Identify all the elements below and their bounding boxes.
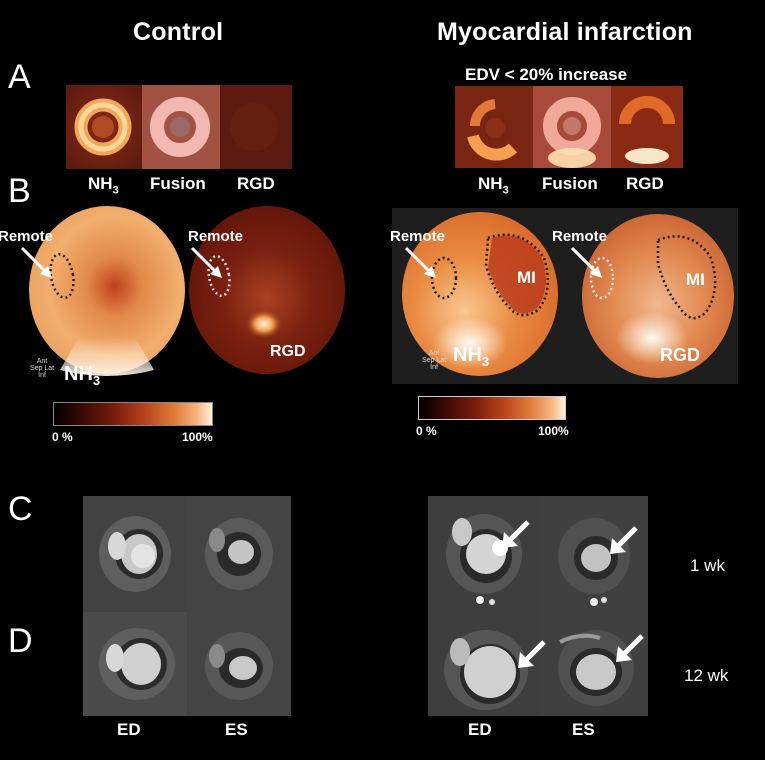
control-nh3-pet-image (66, 85, 142, 169)
panel-letter-b: B (8, 172, 31, 210)
control-fusion-label: Fusion (150, 174, 206, 193)
control-nh3-map-label: NH3 (64, 363, 101, 388)
control-rgd-label: RGD (237, 174, 275, 193)
control-fusion-image (142, 85, 220, 169)
timepoint-1wk: 1 wk (690, 556, 725, 575)
mi-nh3-pet-image (455, 86, 533, 168)
control-1wk-es-mri (187, 496, 291, 612)
panel-letter-c: C (8, 490, 33, 528)
mi-fusion-label: Fusion (542, 174, 598, 193)
control-nh3-remote-arrow-icon (20, 246, 52, 278)
control-ed-label: ED (117, 720, 141, 739)
control-colorbar-max: 100% (182, 430, 213, 444)
mi-rgd-map-label: RGD (660, 345, 700, 365)
mi-12wk-es-mri (540, 612, 648, 716)
panel-letter-a: A (8, 58, 31, 96)
control-nh3-remote-label: Remote (0, 228, 54, 245)
control-rgd-polar-map (189, 206, 345, 374)
mi-nh3-mi-label: MI (517, 268, 536, 287)
control-colorbar (53, 402, 213, 426)
control-nh3-label: NH3 (88, 174, 119, 197)
mi-1wk-ed-mri (428, 496, 540, 612)
control-12wk-ed-mri (83, 612, 187, 716)
mi-rgd-remote-arrow-icon (570, 246, 602, 278)
control-es-label: ES (225, 720, 248, 739)
mi-rgd-polar-map (572, 208, 738, 384)
mi-nh3-polar-map (392, 208, 572, 384)
control-rgd-map-label: RGD (270, 343, 306, 360)
mi-rgd-label: RGD (626, 174, 664, 193)
mi-edv-note: EDV < 20% increase (465, 65, 628, 84)
mi-nh3-remote-arrow-icon (404, 246, 436, 278)
control-1wk-ed-mri (83, 496, 187, 612)
panel-letter-d: D (8, 622, 33, 660)
control-12wk-es-mri (187, 612, 291, 716)
mi-12wk-es-arrow-icon (616, 634, 644, 662)
control-heading: Control (133, 18, 224, 46)
mi-rgd-mi-label: MI (686, 270, 705, 289)
timepoint-12wk: 12 wk (684, 666, 729, 685)
mi-nh3-label: NH3 (478, 174, 509, 197)
mi-heading: Myocardial infarction (437, 18, 693, 46)
mi-rgd-remote-label: Remote (552, 228, 608, 245)
control-colorbar-min: 0 % (52, 430, 73, 444)
mi-colorbar-min: 0 % (416, 424, 437, 438)
mi-es-label: ES (572, 720, 595, 739)
mi-colorbar-max: 100% (538, 424, 569, 438)
mi-1wk-es-arrow-icon (610, 526, 638, 554)
mi-fusion-image (533, 86, 611, 168)
mi-1wk-ed-arrow-icon (502, 520, 530, 548)
mi-nh3-remote-label: Remote (390, 228, 446, 245)
control-rgd-remote-arrow-icon (190, 246, 222, 278)
mi-rgd-image (611, 86, 683, 168)
mi-colorbar (418, 396, 566, 420)
control-rgd-remote-label: Remote (188, 228, 244, 245)
mi-ed-label: ED (468, 720, 492, 739)
mi-12wk-ed-arrow-icon (518, 640, 546, 668)
control-nh3-polar-map (29, 206, 185, 376)
control-rgd-image (220, 85, 292, 169)
mi-nh3-map-label: NH3 (453, 344, 490, 369)
mi-1wk-es-mri (540, 496, 648, 612)
